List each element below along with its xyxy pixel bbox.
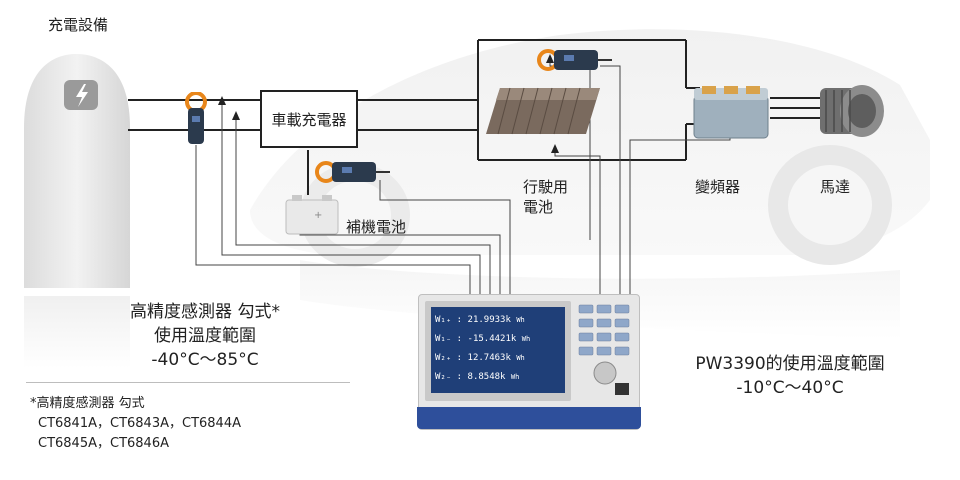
- clamp-sensor-icon: [537, 49, 612, 71]
- screen-row-label: W₂₋: [435, 372, 452, 382]
- screen-row: W₂₊ : 12.7463k Wh: [435, 353, 525, 363]
- screen-row-value: -15.4421k: [467, 334, 517, 344]
- analyzer-keypad: [578, 304, 630, 395]
- footnote: *高精度感測器 勾式 CT6841A，CT6843A，CT6844A CT684…: [30, 394, 241, 454]
- analyzer-screen: W₁₊ : 21.9933k Wh W₁₋ : -15.4421k Wh W₂₊…: [431, 307, 565, 393]
- instrument-spec: PW3390的使用溫度範圍 -10°C～40°C: [660, 352, 920, 400]
- sensor-spec-line2: 使用溫度範圍: [154, 326, 256, 346]
- screen-unit: Wh: [521, 335, 531, 343]
- footnote-line3: CT6845A，CT6846A: [38, 436, 169, 451]
- analyzer-base: [417, 407, 641, 429]
- sensor-spec-line3: -40°C～85°C: [151, 350, 259, 370]
- screen-row: W₁₊ : 21.9933k Wh: [435, 315, 525, 325]
- inverter-label: 變頻器: [695, 178, 741, 196]
- inverter-icon: [693, 86, 769, 139]
- screen-row-label: W₁₊: [435, 315, 452, 325]
- screen-row: W₂₋ : 8.8548k Wh: [435, 372, 520, 382]
- onboard-charger-label: 車載充電器: [271, 110, 347, 129]
- screen-unit: Wh: [516, 354, 525, 362]
- battery-icon: +: [285, 195, 339, 235]
- footnote-line1: *高精度感測器 勾式: [30, 396, 145, 411]
- charging-station-label: 充電設備: [48, 16, 109, 34]
- lightning-icon: [76, 84, 88, 107]
- screen-unit: Wh: [516, 316, 525, 324]
- screen-row-label: W₂₊: [435, 353, 452, 363]
- clamp-sensor-icon: [315, 161, 390, 183]
- drive-battery-label-line2: 電池: [523, 198, 554, 216]
- motor-icon: [820, 85, 884, 137]
- footnote-line2: CT6841A，CT6843A，CT6844A: [38, 416, 241, 431]
- aux-battery-label: 補機電池: [346, 218, 407, 236]
- svg-text:+: +: [314, 210, 322, 221]
- onboard-charger-box: 車載充電器: [260, 90, 358, 148]
- screen-row-value: 8.8548k: [467, 372, 506, 382]
- divider: [26, 382, 350, 383]
- drive-battery-label-line1: 行駛用: [523, 178, 569, 196]
- screen-unit: Wh: [510, 373, 520, 381]
- clamp-sensor-icon: [185, 92, 207, 144]
- charging-station: [24, 54, 130, 368]
- power-analyzer-icon: W₁₊ : 21.9933k Wh W₁₋ : -15.4421k Wh W₂₊…: [417, 294, 641, 430]
- instrument-spec-line1: PW3390的使用溫度範圍: [695, 354, 885, 374]
- instrument-spec-line2: -10°C～40°C: [736, 378, 844, 398]
- drive-battery-icon: [486, 87, 600, 135]
- screen-row-value: 12.7463k: [467, 353, 511, 363]
- motor-label: 馬達: [820, 178, 851, 196]
- screen-row: W₁₋ : -15.4421k Wh: [435, 334, 531, 344]
- screen-row-value: 21.9933k: [467, 315, 511, 325]
- sensor-spec-line1: 高精度感測器 勾式*: [130, 302, 280, 322]
- sensor-spec: 高精度感測器 勾式* 使用溫度範圍 -40°C～85°C: [80, 300, 330, 372]
- screen-row-label: W₁₋: [435, 334, 452, 344]
